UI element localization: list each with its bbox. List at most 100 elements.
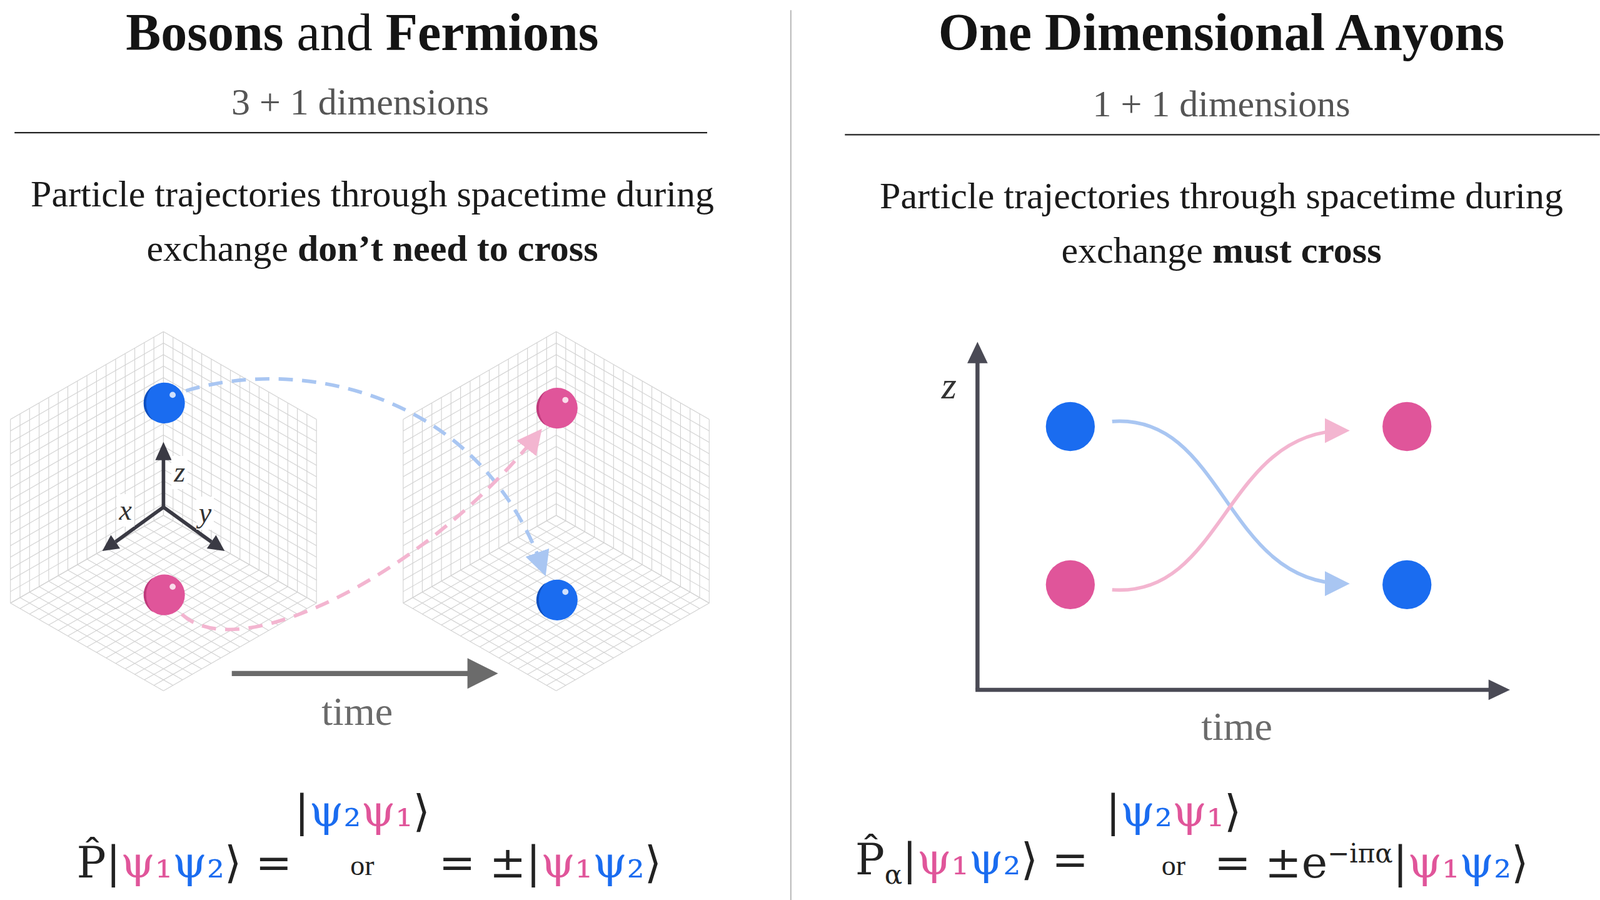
grid-line [163,434,317,523]
grid-line [498,570,653,658]
grid-line [268,392,269,576]
grid-line [642,380,643,565]
grid-line [19,413,21,598]
grid-line [287,402,289,587]
grid-line [556,434,710,523]
text-run: ⟩ = [224,836,292,888]
label-slot: = ±|ψ₁ψ₂⟩ [438,837,662,888]
text-run: ⟩ [412,785,430,837]
grid-line [163,492,317,580]
grid-line [163,480,317,569]
axis-label: z [171,455,188,489]
text-run: and [283,3,386,62]
text-run: ψ₂ [309,785,362,837]
text-run: ψ₁ [540,836,593,888]
grid-line [709,419,710,604]
label-slot: 3 + 1 dimensions [231,80,489,124]
plot-axes [967,342,1510,701]
panel-caption: Particle trajectories through spacetime … [5,166,740,276]
grid-line [67,570,221,658]
text-run: α [884,859,903,890]
text-run: = ±| [438,836,541,888]
grid-line [403,503,557,592]
label-slot: Bosons and Fermions [125,2,599,64]
grid-line [67,386,69,571]
text-run: | [294,785,310,837]
equation-or: or [1161,849,1186,883]
grid-line [431,402,433,587]
text-run: x [119,493,132,526]
trajectory-path [1112,420,1345,584]
grid-line [277,397,279,581]
text-run: must cross [1212,229,1382,271]
grid-line [20,597,174,685]
particle [536,579,578,621]
grid-line [403,434,557,523]
grid-line [403,446,557,534]
grid-line [402,419,404,604]
text-run: | [1393,836,1409,888]
grid-line [412,413,414,598]
grid-line [163,446,317,534]
grid-line [10,602,164,691]
grid-line [96,564,250,653]
grid-line [10,457,164,546]
grid-line [556,492,710,580]
panel-caption: Particle trajectories through spacetime … [854,168,1589,278]
particle [1382,402,1432,451]
particle [1046,560,1095,609]
label-slot: z [941,363,957,408]
dimension-subtitle: 1 + 1 dimensions [1092,82,1350,126]
label-slot: |ψ₂ψ₁⟩ [1105,785,1242,837]
panel-title: Bosons and Fermions [125,2,599,64]
particle [143,382,186,424]
grid-line [651,386,653,571]
equation-or: or [350,849,374,883]
grid-line [460,570,614,658]
grid-line [556,602,710,691]
exchange-equation: = ±e−iπα|ψ₁ψ₂⟩ [1214,837,1529,888]
grid-line [163,503,317,592]
text-run: ψ₁ [120,836,173,888]
grid-line [403,602,557,691]
text-run: ψ₁ [361,785,414,837]
label-slot: P̂α|ψ₁ψ₂⟩ = [855,834,1089,890]
text-run: y [198,496,212,529]
text-run: time [321,689,393,734]
text-run: ψ₂ [1120,785,1173,837]
axis-label: y [196,496,214,530]
text-run: 3 + 1 dimensions [231,81,489,123]
grid-line [10,434,164,523]
grid-line [556,457,710,546]
grid-line [508,575,662,663]
particle [1046,402,1095,451]
text-run: ψ₂ [172,836,225,888]
grid-line [10,468,164,557]
label-slot: z [171,455,188,489]
text-run: time [1201,704,1273,749]
particle [143,574,186,616]
grid-line [403,492,557,580]
exchange-equation: |ψ₂ψ₁⟩ [294,785,431,837]
grid-line [556,468,710,557]
grid-line [556,423,710,511]
grid-line [403,457,557,546]
grid-line [10,480,164,569]
exchange-equation: P̂|ψ₁ψ₂⟩ = [76,837,292,888]
grid-line [556,446,710,534]
text-run: or [1161,849,1186,881]
text-run: | [1105,785,1121,837]
particle [536,387,578,429]
time-label: time [321,688,393,735]
grid-line [76,380,78,565]
grid-line [422,408,423,593]
text-run: | [902,833,918,885]
grid-line [699,413,700,598]
exchange-equation: |ψ₂ψ₁⟩ [1105,785,1242,837]
grid-line [470,564,624,653]
heading-rule [844,133,1600,136]
grid-line [86,558,241,647]
xyz-axes [102,441,226,551]
exchange-equation: = ±|ψ₁ψ₂⟩ [438,837,662,888]
